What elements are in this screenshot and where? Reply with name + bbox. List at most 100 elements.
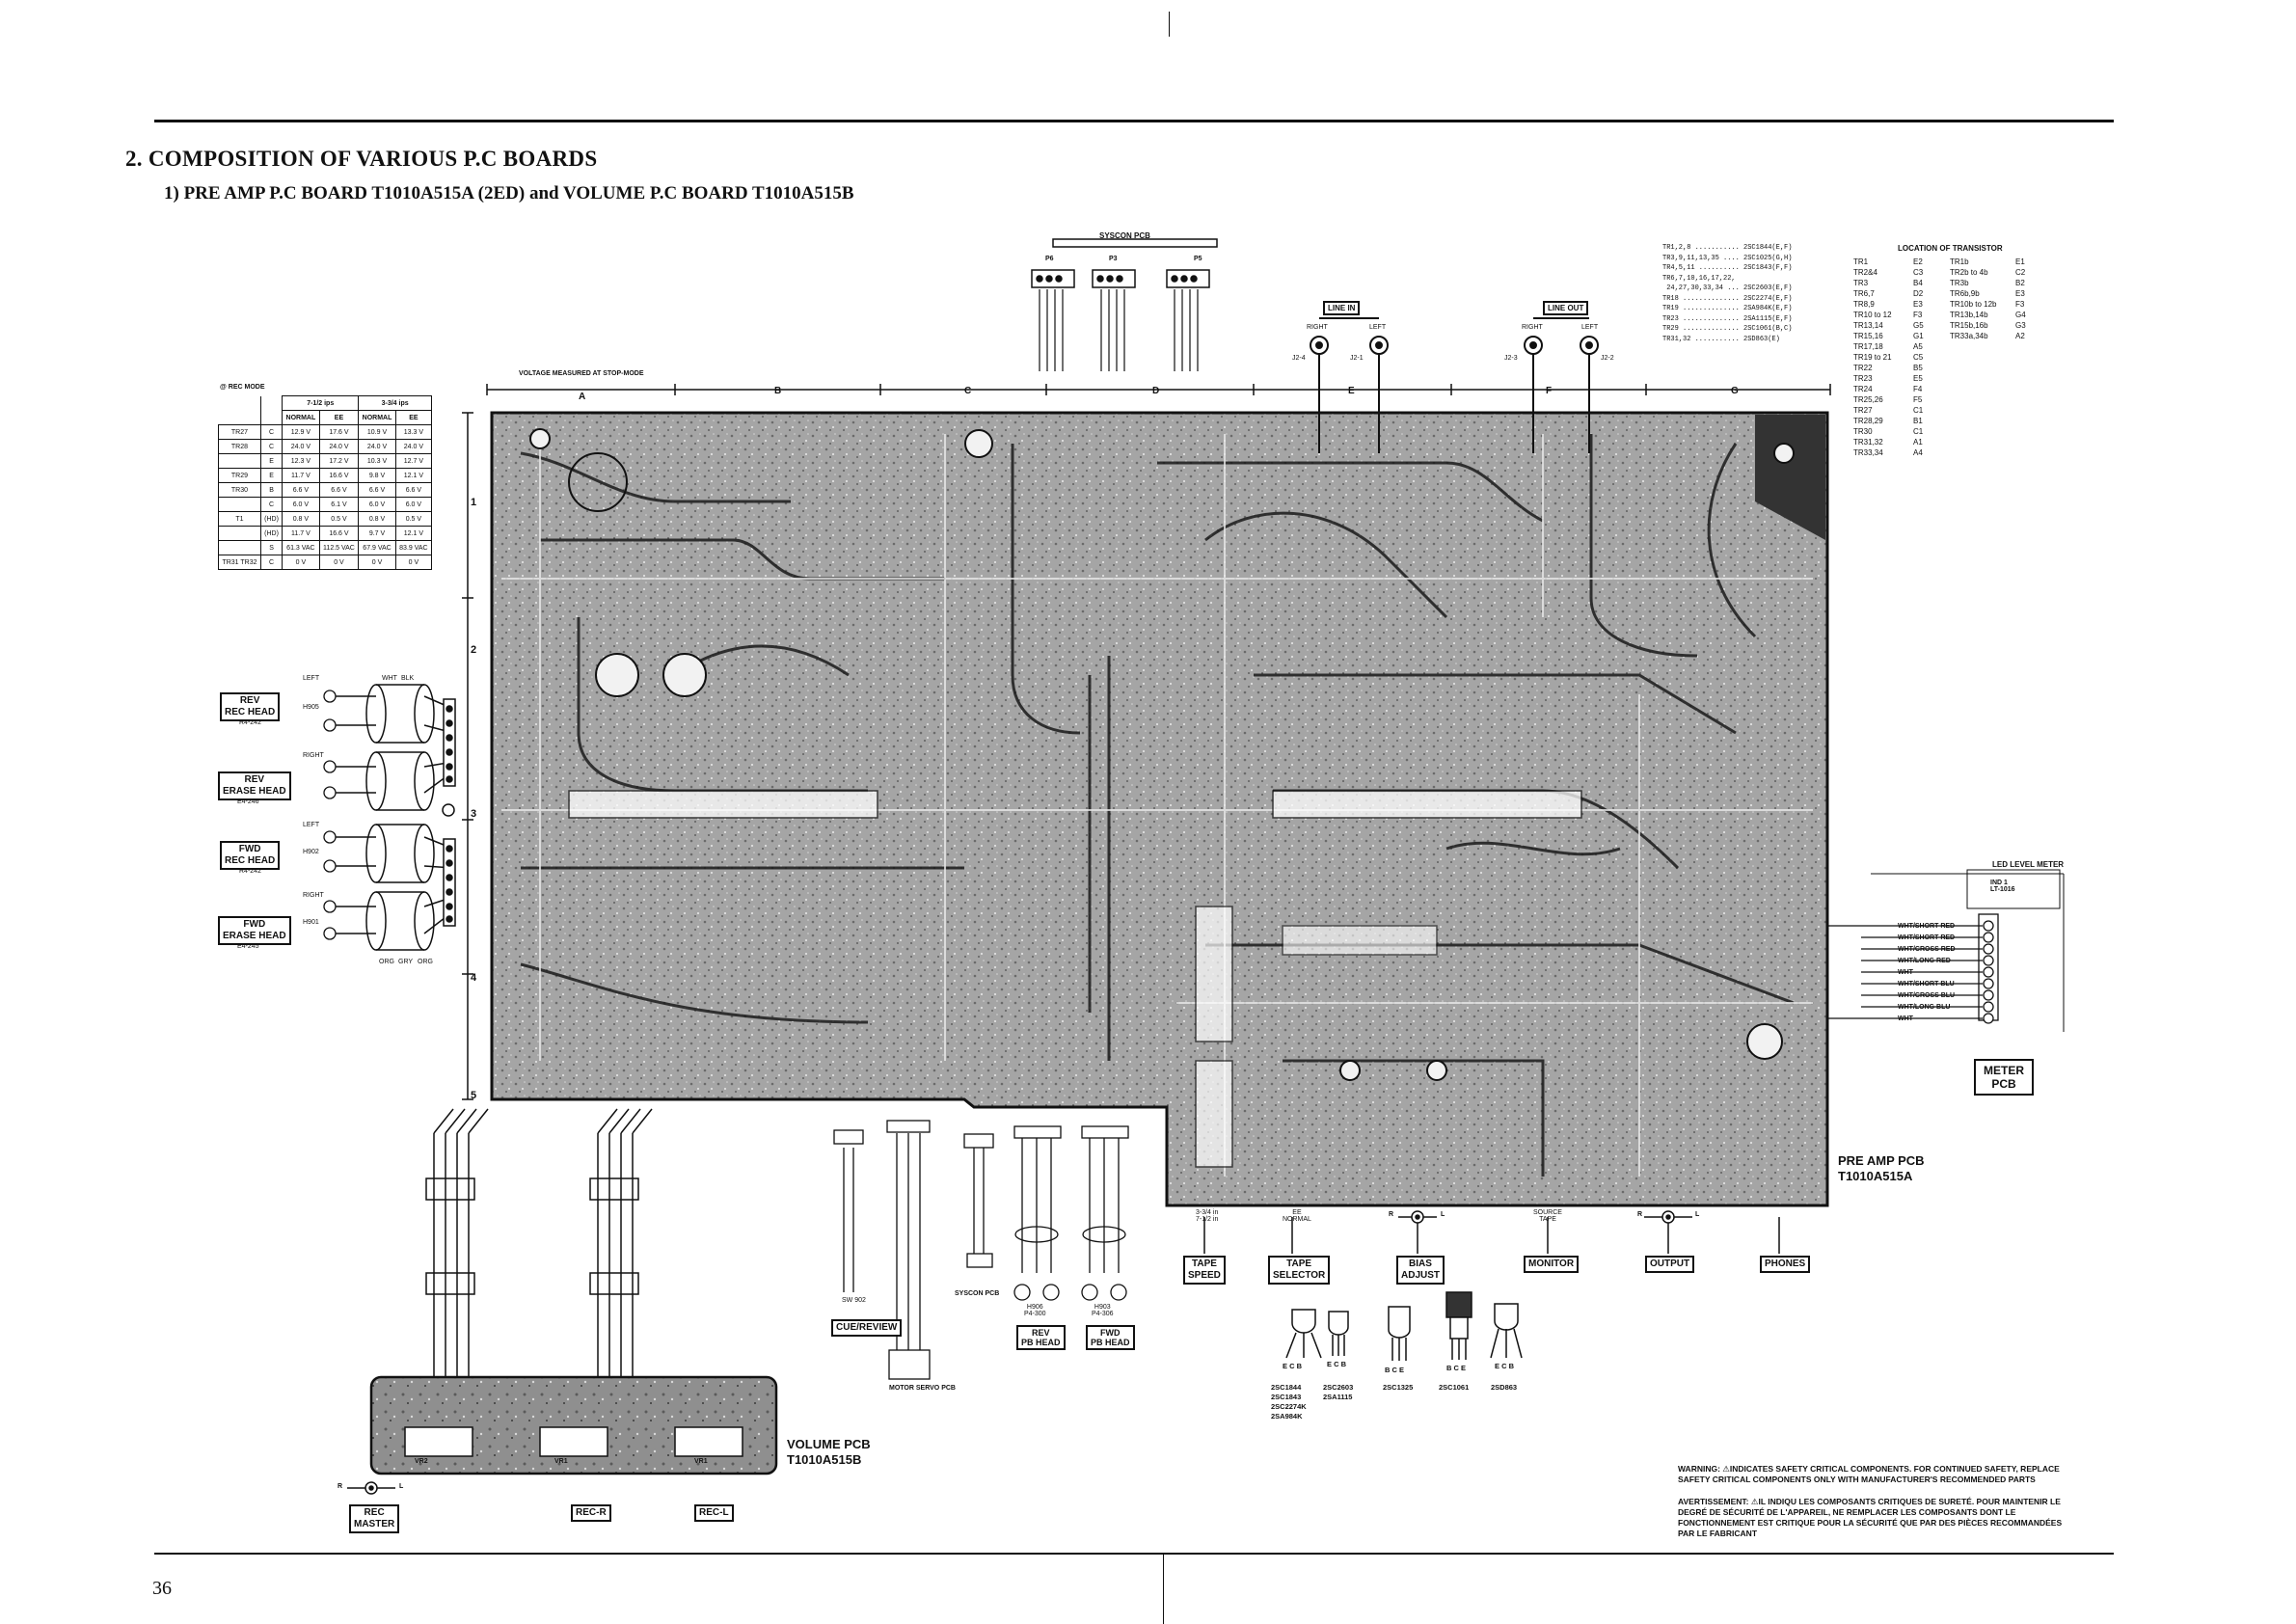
- head-wire-gry: GRY: [398, 959, 414, 965]
- led-level-meter-title: LED LEVEL METER: [1992, 860, 2065, 869]
- transistor-location-cell: TR15,16: [1853, 332, 1883, 340]
- safety-warning-fr: AVERTISSEMENT: ⚠IL INDIQU LES COMPOSANTS…: [1678, 1497, 2063, 1538]
- voltage-cell: 24.0 V: [394, 439, 433, 454]
- sub-header: EE: [318, 410, 360, 425]
- transistor-type-line: TR6,7,10,16,17,22,: [1662, 274, 1736, 283]
- row-ruler: [462, 412, 473, 1100]
- sub-header: EE: [394, 410, 433, 425]
- transistor-type-line: TR4,5,11 .......... 2SC1843(F,F): [1662, 264, 1793, 272]
- tape-selector-note: EE NORMAL: [1283, 1209, 1311, 1223]
- top-rule: [154, 120, 2114, 122]
- transistor-location-cell: A2: [2015, 332, 2025, 340]
- syscon-connectors: [1031, 238, 1218, 371]
- jack-j2-1: J2-1: [1350, 355, 1364, 362]
- vr1-l-label: VR1: [694, 1458, 708, 1465]
- transistor-location-cell: TR13b,14b: [1950, 311, 1988, 319]
- pcb-light-traces: [501, 434, 1813, 1177]
- transistor-location-cell: C1: [1913, 427, 1924, 436]
- transistor-type-line: TR1,2,8 ........... 2SC1844(E,F): [1662, 244, 1793, 252]
- monitor-label: MONITOR: [1524, 1256, 1580, 1273]
- rev-pb-part: H906 P4-300: [1024, 1304, 1046, 1317]
- meter-wire-label: WHT/CROSS BLU: [1898, 992, 1956, 999]
- column-ruler: [486, 384, 1831, 395]
- grid-row-1: 1: [471, 497, 477, 508]
- voltage-cell: TR31 TR32: [218, 555, 261, 570]
- grid-col-f: F: [1546, 386, 1553, 396]
- syscon-pcb-label: SYSCON PCB: [1099, 231, 1150, 240]
- voltage-cell: 11.7 V: [282, 526, 320, 541]
- pinout-1-types: 2SC1844 2SC1843 2SC2274K 2SA984K: [1271, 1383, 1307, 1421]
- rev-erase-head-part: E4-246: [237, 798, 259, 805]
- voltage-cell: 24.0 V: [282, 439, 320, 454]
- head-wire-wht: WHT: [382, 675, 397, 682]
- voltage-cell: 67.9 VAC: [358, 540, 396, 555]
- speed-header-2: 3-3/4 ips: [358, 395, 432, 411]
- voltage-caption: VOLTAGE MEASURED AT STOP-MODE: [519, 370, 644, 377]
- pcb-trimmers: [529, 428, 1795, 1081]
- pinout-4-types: 2SC1061: [1439, 1383, 1470, 1392]
- sub-header: NORMAL: [282, 410, 320, 425]
- meter-wire-label: WHT/SHORT RED: [1898, 923, 1956, 930]
- voltage-cell: 6.6 V: [282, 482, 320, 498]
- fwd-pb-part: H903 P4-306: [1092, 1304, 1114, 1317]
- transistor-type-line: TR23 .............. 2SA1115(E,F): [1662, 314, 1793, 323]
- pinout-5-types: 2SD863: [1491, 1383, 1518, 1392]
- voltage-cell: 12.9 V: [282, 424, 320, 440]
- rec-master-l-marker: L: [399, 1483, 404, 1490]
- meter-wire-label: WHT/CROSS RED: [1898, 946, 1956, 953]
- transistor-type-line: TR18 .............. 2SC2274(E,F): [1662, 294, 1793, 303]
- line-in-left: LEFT: [1369, 324, 1387, 331]
- voltage-cell: 24.0 V: [318, 439, 360, 454]
- transistor-location-cell: TR6b,9b: [1950, 289, 1980, 298]
- fwd-erase-head-part: E4-245: [237, 943, 259, 950]
- transistor-location-cell: C3: [1913, 268, 1924, 277]
- rev-rec-head-label: REV REC HEAD: [220, 692, 281, 721]
- voltage-cell: 83.9 VAC: [394, 540, 433, 555]
- voltage-cell: 6.0 V: [282, 497, 320, 512]
- pinout-5-pins: E C B: [1495, 1362, 1515, 1370]
- tape-speed-note: 3-3/4 in 7-1/2 in: [1196, 1209, 1219, 1223]
- voltage-cell: 0.8 V: [358, 511, 396, 527]
- sub-header: NORMAL: [358, 410, 396, 425]
- head-wire-org: ORG: [379, 959, 394, 965]
- transistor-location-cell: TR25,26: [1853, 395, 1883, 404]
- pcb-ics: [568, 790, 1582, 1168]
- cue-review-label: CUE/REVIEW: [831, 1319, 903, 1337]
- vr1-r-label: VR1: [554, 1458, 568, 1465]
- transistor-location-cell: B1: [1913, 417, 1923, 425]
- transistor-location-cell: F5: [1913, 395, 1923, 404]
- grid-col-e: E: [1348, 386, 1355, 396]
- volume-pcb-name: VOLUME PCB T1010A515B: [787, 1437, 871, 1467]
- voltage-cell: 10.9 V: [358, 424, 396, 440]
- connector-label-p3: P3: [1109, 256, 1118, 262]
- rl-marker-r-2: R: [1637, 1211, 1643, 1218]
- transistor-location-cell: E2: [1913, 257, 1923, 266]
- transistor-location-cell: TR1: [1853, 257, 1869, 266]
- transistor-location-cell: TR22: [1853, 364, 1873, 372]
- transistor-location-cell: E3: [1913, 300, 1923, 309]
- transistor-location-cell: TR24: [1853, 385, 1873, 393]
- meter-pcb-label: METER PCB: [1974, 1059, 2034, 1096]
- transistor-location-cell: C1: [1913, 406, 1924, 415]
- transistor-location-cell: TR10 to 12: [1853, 311, 1892, 319]
- voltage-cell: 0 V: [282, 555, 320, 570]
- transistor-location-cell: TR27: [1853, 406, 1873, 415]
- voltage-cell: B: [259, 482, 284, 498]
- transistor-type-line: TR31,32 ........... 2SD863(E): [1662, 335, 1780, 343]
